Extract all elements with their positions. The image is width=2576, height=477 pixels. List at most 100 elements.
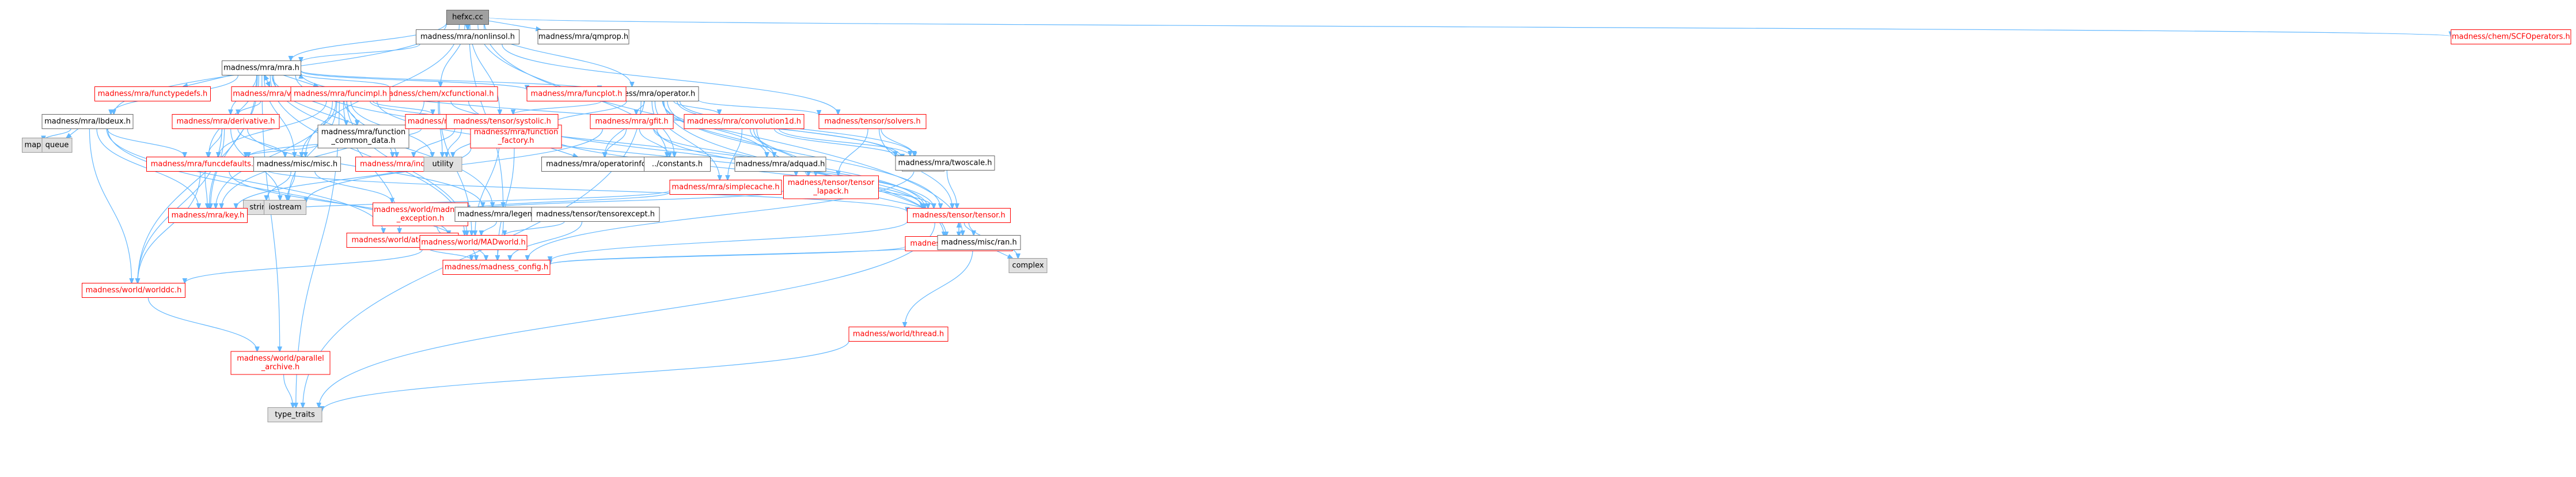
node-label: madness/chem/xcfunctional.h (381, 90, 494, 99)
edge-vmra-to-derivative (238, 101, 261, 115)
edge-operator-to-convolution (673, 101, 719, 115)
edge-funcimpl-to-displacements (372, 100, 433, 115)
edge-funcdefaults-to-key (204, 171, 207, 209)
node-madworld[interactable]: madness/world/MADworld.h (419, 235, 528, 250)
node-label: madness/mra/nonlinsol.h (420, 33, 515, 41)
node-label: madness/mra/convolution1d.h (687, 118, 801, 126)
node-box (446, 114, 559, 129)
edge-tensor-to-madconfig (550, 221, 908, 262)
node-miscmisc[interactable]: madness/misc/misc.h (253, 157, 341, 172)
node-label: _exception.h (396, 214, 444, 223)
edge-operator-to-displacements (513, 100, 602, 115)
edge-tensor-to-typetraits (319, 222, 935, 408)
edge-tensorelem-to-madconfig (510, 221, 583, 260)
node-parallel[interactable]: madness/world/parallel_archive.h (230, 351, 331, 375)
node-map[interactable]: map (22, 138, 44, 153)
node-derivative[interactable]: madness/mra/derivative.h (172, 114, 280, 129)
node-typetraits[interactable]: type_traits (267, 407, 323, 422)
node-funcimpl[interactable]: madness/mra/funcimpl.h (290, 86, 390, 101)
node-qmprop[interactable]: madness/mra/qmprop.h (537, 29, 629, 44)
node-tensor[interactable]: madness/tensor/tensor.h (907, 208, 1011, 223)
node-box (1008, 258, 1048, 273)
node-worlddc[interactable]: madness/world/worlddc.h (82, 283, 185, 298)
node-label: _archive.h (261, 363, 300, 372)
node-box (253, 157, 341, 172)
node-box (895, 156, 995, 171)
edge-gfit-to-operatorinfo (605, 128, 627, 157)
node-utility[interactable]: utility (423, 157, 462, 172)
node-hefxc[interactable]: hefxc.cc (446, 10, 489, 25)
node-thread[interactable]: madness/world/thread.h (848, 327, 949, 342)
node-adquad[interactable]: madness/mra/adquad.h (734, 157, 826, 172)
node-box (168, 208, 248, 223)
edge-displacements-to-utility (447, 128, 462, 157)
edges (44, 17, 2452, 411)
node-label: hefxc.cc (452, 13, 483, 22)
node-solvers[interactable]: madness/tensor/solvers.h (818, 114, 927, 129)
edge-lbdeux-to-worlddc (89, 128, 131, 283)
edge-aligned-to-madconfig (550, 246, 906, 265)
edge-mra-to-worlddc (138, 75, 258, 283)
node-queue[interactable]: queue (41, 138, 73, 153)
node-lbdeux[interactable]: madness/mra/lbdeux.h (41, 114, 134, 129)
node-label: madness/tensor/systolic.h (453, 118, 551, 126)
edge-scffunctional-to-mra (301, 74, 389, 88)
node-convolution[interactable]: madness/mra/convolution1d.h (684, 114, 805, 129)
edge-ran-to-thread (905, 249, 973, 327)
node-label: _common_data.h (331, 137, 395, 145)
node-label: madness/mra/simplecache.h (671, 183, 779, 192)
node-operatorinfo[interactable]: madness/mra/operatorinfo.h (541, 157, 658, 172)
node-madconfig[interactable]: madness/madness_config.h (442, 260, 551, 275)
edge-operator-to-solvers (698, 100, 819, 115)
edge-worlddc-to-parallel (147, 297, 257, 352)
node-tensorelem[interactable]: madness/tensor/tensorexcept.h (531, 207, 660, 222)
node-label: madness/mra/gfit.h (595, 118, 668, 126)
node-scffunctional[interactable]: madness/chem/xcfunctional.h (377, 86, 498, 101)
node-mra[interactable]: madness/mra/mra.h (222, 60, 301, 75)
edge-twoscale-to-tensor (946, 170, 957, 209)
node-iostream[interactable]: iostream (264, 200, 306, 215)
node-funccommon[interactable]: madness/mra/function_common_data.h (317, 124, 409, 149)
edge-solvers-to-tensorlapack (839, 128, 868, 176)
edge-operator-to-tensor (667, 101, 940, 209)
edge-displacements-to-indexit (413, 128, 456, 157)
node-label: madness/tensor/tensor.h (912, 211, 1005, 220)
edge-nonlinsol-to-solvers (502, 44, 838, 115)
edge-funcfactory-to-operatorinfo (551, 147, 578, 157)
node-constants[interactable]: ../constants.h (644, 157, 711, 172)
node-simplecache[interactable]: madness/mra/simplecache.h (669, 180, 782, 195)
node-label: utility (433, 160, 454, 169)
edge-convolution-to-twoscale (778, 128, 910, 156)
node-box (423, 157, 462, 172)
node-key[interactable]: madness/mra/key.h (168, 208, 248, 223)
node-label: madness/mra/function (474, 128, 559, 137)
edge-twoscale-to-madconfig (528, 170, 915, 260)
node-tensorlapack[interactable]: madness/tensor/tensor_lapack.h (783, 175, 879, 199)
node-label: madness/misc/ran.h (941, 238, 1017, 247)
node-label: madness/mra/twoscale.h (898, 159, 992, 168)
node-madexc[interactable]: madness/world/madness_exception.h (373, 202, 468, 226)
node-box (416, 29, 519, 44)
node-gfit[interactable]: madness/mra/gfit.h (590, 114, 674, 129)
node-twoscale[interactable]: madness/mra/twoscale.h (895, 156, 995, 171)
node-box (937, 235, 1021, 250)
node-scfops[interactable]: madness/chem/SCFOperators.h (2450, 29, 2571, 44)
edge-funcimpl-to-iostream (289, 101, 337, 200)
node-ran[interactable]: madness/misc/ran.h (937, 235, 1021, 250)
node-funcplot[interactable]: madness/mra/funcplot.h (526, 86, 627, 101)
node-box (146, 157, 263, 172)
edge-gfit-to-constants (639, 128, 669, 157)
node-functypedefs[interactable]: madness/mra/functypedefs.h (94, 86, 211, 101)
node-label: _factory.h (498, 137, 534, 145)
node-label: madness/mra/funcdefaults.h (151, 160, 259, 169)
node-box (783, 175, 879, 199)
node-systolic[interactable]: madness/tensor/systolic.h (446, 114, 559, 129)
node-complex[interactable]: complex (1008, 258, 1048, 273)
node-box (907, 208, 1011, 223)
node-box (446, 10, 489, 25)
node-label: madness/world/parallel (237, 354, 324, 363)
node-label: madness/mra/funcplot.h (531, 90, 623, 99)
edge-tensorlapack-to-tensor (878, 197, 927, 208)
node-funcdefaults[interactable]: madness/mra/funcdefaults.h (146, 157, 263, 172)
node-nonlinsol[interactable]: madness/mra/nonlinsol.h (416, 29, 519, 44)
